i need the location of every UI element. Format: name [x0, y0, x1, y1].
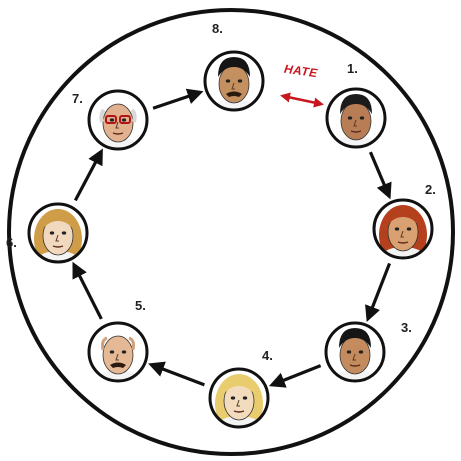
arrow-3-to-4	[268, 364, 322, 388]
node-frame	[324, 321, 386, 383]
man-dark-hair-face-icon	[336, 94, 376, 147]
node-label-8: 8.	[212, 21, 223, 36]
bald-man-mustache-face-icon	[98, 335, 138, 381]
woman-curly-blonde-face-icon	[34, 209, 82, 262]
arrow-7-to-8	[152, 88, 204, 110]
person-node-2	[372, 198, 434, 260]
node-frame	[208, 367, 270, 429]
node-label-2: 2.	[425, 182, 436, 197]
node-label-7: 7.	[72, 91, 83, 106]
arrows-group	[72, 88, 392, 388]
node-frame	[325, 87, 387, 149]
old-man-glasses-face-icon	[98, 103, 138, 149]
person-node-3	[324, 321, 386, 383]
man-black-hair-face-icon	[335, 328, 375, 381]
node-label-6: 6.	[6, 235, 17, 250]
node-frame	[372, 198, 434, 260]
node-label-4: 4.	[262, 348, 273, 363]
person-node-7	[87, 89, 149, 151]
faces-group	[27, 50, 434, 429]
man-mustache-face-icon	[214, 57, 254, 110]
arrow-5-to-6	[72, 261, 103, 320]
node-label-3: 3.	[401, 320, 412, 335]
node-label-5: 5.	[135, 298, 146, 313]
person-node-4	[208, 367, 270, 429]
hate-double-arrow	[280, 92, 324, 108]
woman-blonde-hair-face-icon	[215, 374, 263, 427]
person-node-5	[87, 321, 149, 383]
person-node-8	[203, 50, 265, 112]
person-node-1	[325, 87, 387, 149]
woman-red-hair-face-icon	[379, 205, 427, 258]
arrow-6-to-7	[73, 148, 103, 202]
outer-ring	[7, 8, 455, 456]
node-frame	[27, 202, 89, 264]
node-frame	[87, 89, 149, 151]
person-node-6	[27, 202, 89, 264]
arrow-4-to-5	[148, 361, 205, 387]
node-frame	[87, 321, 149, 383]
arrow-2-to-3	[365, 262, 392, 323]
node-frame	[203, 50, 265, 112]
arrow-1-to-2	[368, 151, 392, 200]
node-label-1: 1.	[347, 61, 358, 76]
